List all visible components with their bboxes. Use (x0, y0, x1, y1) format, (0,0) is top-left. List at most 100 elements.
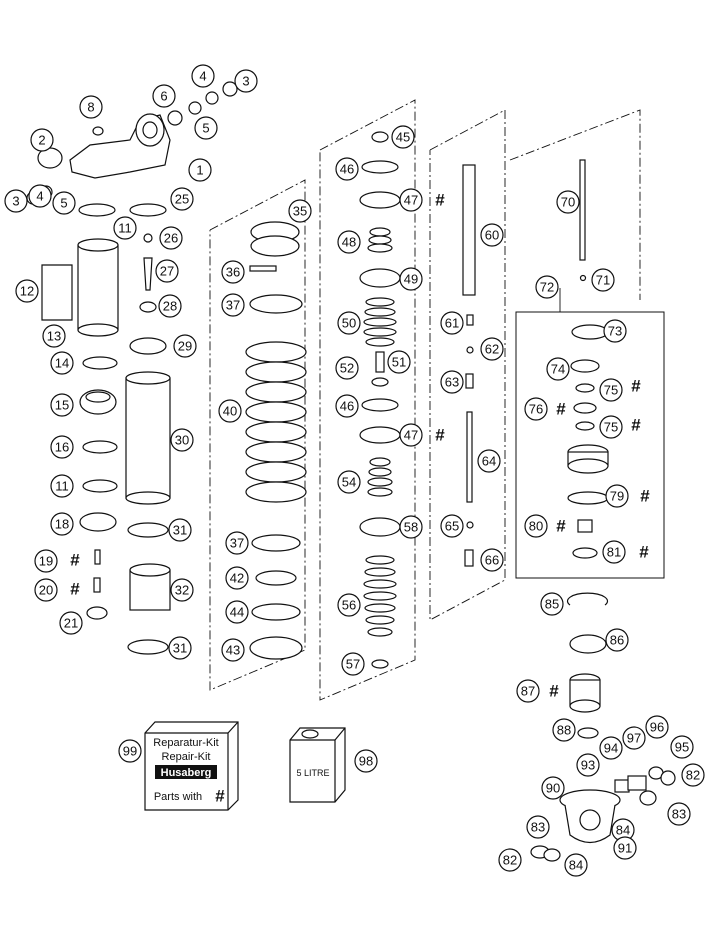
part-94-shape (614, 779, 630, 793)
part-11b-shape (82, 479, 118, 493)
callout-number: 42 (230, 571, 244, 586)
callout-number: 51 (392, 355, 406, 370)
part-26-shape (143, 233, 153, 243)
callout-45: 45 (391, 125, 415, 149)
callout-circle (225, 531, 249, 555)
repair-kit-box: Reparatur-Kit Repair-Kit Husaberg Parts … (144, 721, 239, 811)
callout-circle (15, 279, 39, 303)
callout-circle (170, 578, 194, 602)
callout-number: 20 (39, 583, 53, 598)
part-46b-shape (361, 398, 399, 412)
callout-85: 85 (540, 592, 564, 616)
callout-number: 82 (503, 853, 517, 868)
callout-circle (288, 199, 312, 223)
part-14-shape (82, 356, 118, 370)
callout-number: 29 (178, 339, 192, 354)
part-29-shape (129, 337, 167, 355)
callout-circle (556, 190, 580, 214)
callout-circle (173, 334, 197, 358)
callout-76: 76 (524, 397, 548, 421)
callout-number: 8 (87, 100, 94, 115)
callout-circle (159, 226, 183, 250)
callout-number: 36 (226, 265, 240, 280)
callout-circle (168, 636, 192, 660)
part-36-shape (249, 265, 277, 272)
callout-layer: 1233445568111112131415161819202125262728… (4, 64, 705, 877)
callout-20: 20 (34, 578, 58, 602)
part-83r-shape (639, 790, 657, 806)
callout-circle (335, 157, 359, 181)
reservoir-body (77, 238, 119, 337)
callout-number: 85 (545, 597, 559, 612)
callout-40: 40 (218, 399, 242, 423)
callout-65: 65 (440, 514, 464, 538)
callout-number: 79 (610, 489, 624, 504)
callout-91: 91 (613, 836, 637, 860)
callout-circle (354, 749, 378, 773)
callout-circle (480, 548, 504, 572)
callout-circle (599, 415, 623, 439)
part-95-shape (660, 770, 676, 786)
part-75b-shape (575, 421, 595, 431)
callout-circle (599, 378, 623, 402)
shock-top-mount (37, 113, 171, 179)
part-46a-shape (361, 160, 399, 174)
callout-number: 16 (55, 440, 69, 455)
part-61-shape (466, 314, 474, 326)
callout-circle (118, 739, 142, 763)
callout-circle (440, 370, 464, 394)
callout-circle (152, 84, 176, 108)
callout-circle (50, 393, 74, 417)
callout-circle (591, 268, 615, 292)
callout-number: 66 (485, 553, 499, 568)
part-31b-shape (127, 639, 169, 655)
callout-88: 88 (552, 718, 576, 742)
callout-circle (113, 216, 137, 240)
part-49-shape (359, 268, 401, 288)
part-79-shape (567, 491, 609, 505)
callout-circle (605, 628, 629, 652)
frame-needle-column (509, 109, 641, 300)
part-86-shape (569, 634, 607, 654)
callout-circle (42, 324, 66, 348)
callout-number: 31 (173, 641, 187, 656)
part-75a-shape (575, 383, 595, 393)
callout-circle (221, 260, 245, 284)
bottom-eye-91 (559, 789, 621, 844)
callout-circle (191, 64, 215, 88)
callout-98: 98 (354, 749, 378, 773)
callout-circle (387, 350, 411, 374)
subassembly-72-box (515, 311, 665, 579)
callout-number: 1 (196, 163, 203, 178)
callout-circle (170, 187, 194, 211)
callout-28: 28 (158, 294, 182, 318)
callout-82: 82 (498, 848, 522, 872)
callout-circle (188, 158, 212, 182)
part-37a-shape (249, 294, 303, 314)
callout-circle (59, 611, 83, 635)
callout-number: 5 (60, 196, 67, 211)
callout-circle (535, 275, 559, 299)
callout-circle (540, 592, 564, 616)
callout-number: 83 (531, 820, 545, 835)
callout-number: 65 (445, 519, 459, 534)
part-16-shape (82, 440, 118, 454)
callout-number: 74 (551, 362, 565, 377)
callout-circle (399, 267, 423, 291)
callout-circle (498, 848, 522, 872)
callout-37: 37 (221, 293, 245, 317)
callout-circle (50, 351, 74, 375)
callout-circle (480, 223, 504, 247)
callout-93: 93 (576, 753, 600, 777)
reservoir-sleeve (41, 264, 73, 321)
callout-52: 52 (335, 356, 359, 380)
callout-19: 19 (34, 549, 58, 573)
callout-3: 3 (234, 69, 258, 93)
callout-circle (524, 514, 548, 538)
callout-8: 8 (79, 95, 103, 119)
callout-number: 82 (686, 768, 700, 783)
callout-96: 96 (645, 715, 669, 739)
adjuster-body-87 (569, 673, 601, 713)
kit-line-1: Reparatur-Kit (153, 737, 218, 749)
